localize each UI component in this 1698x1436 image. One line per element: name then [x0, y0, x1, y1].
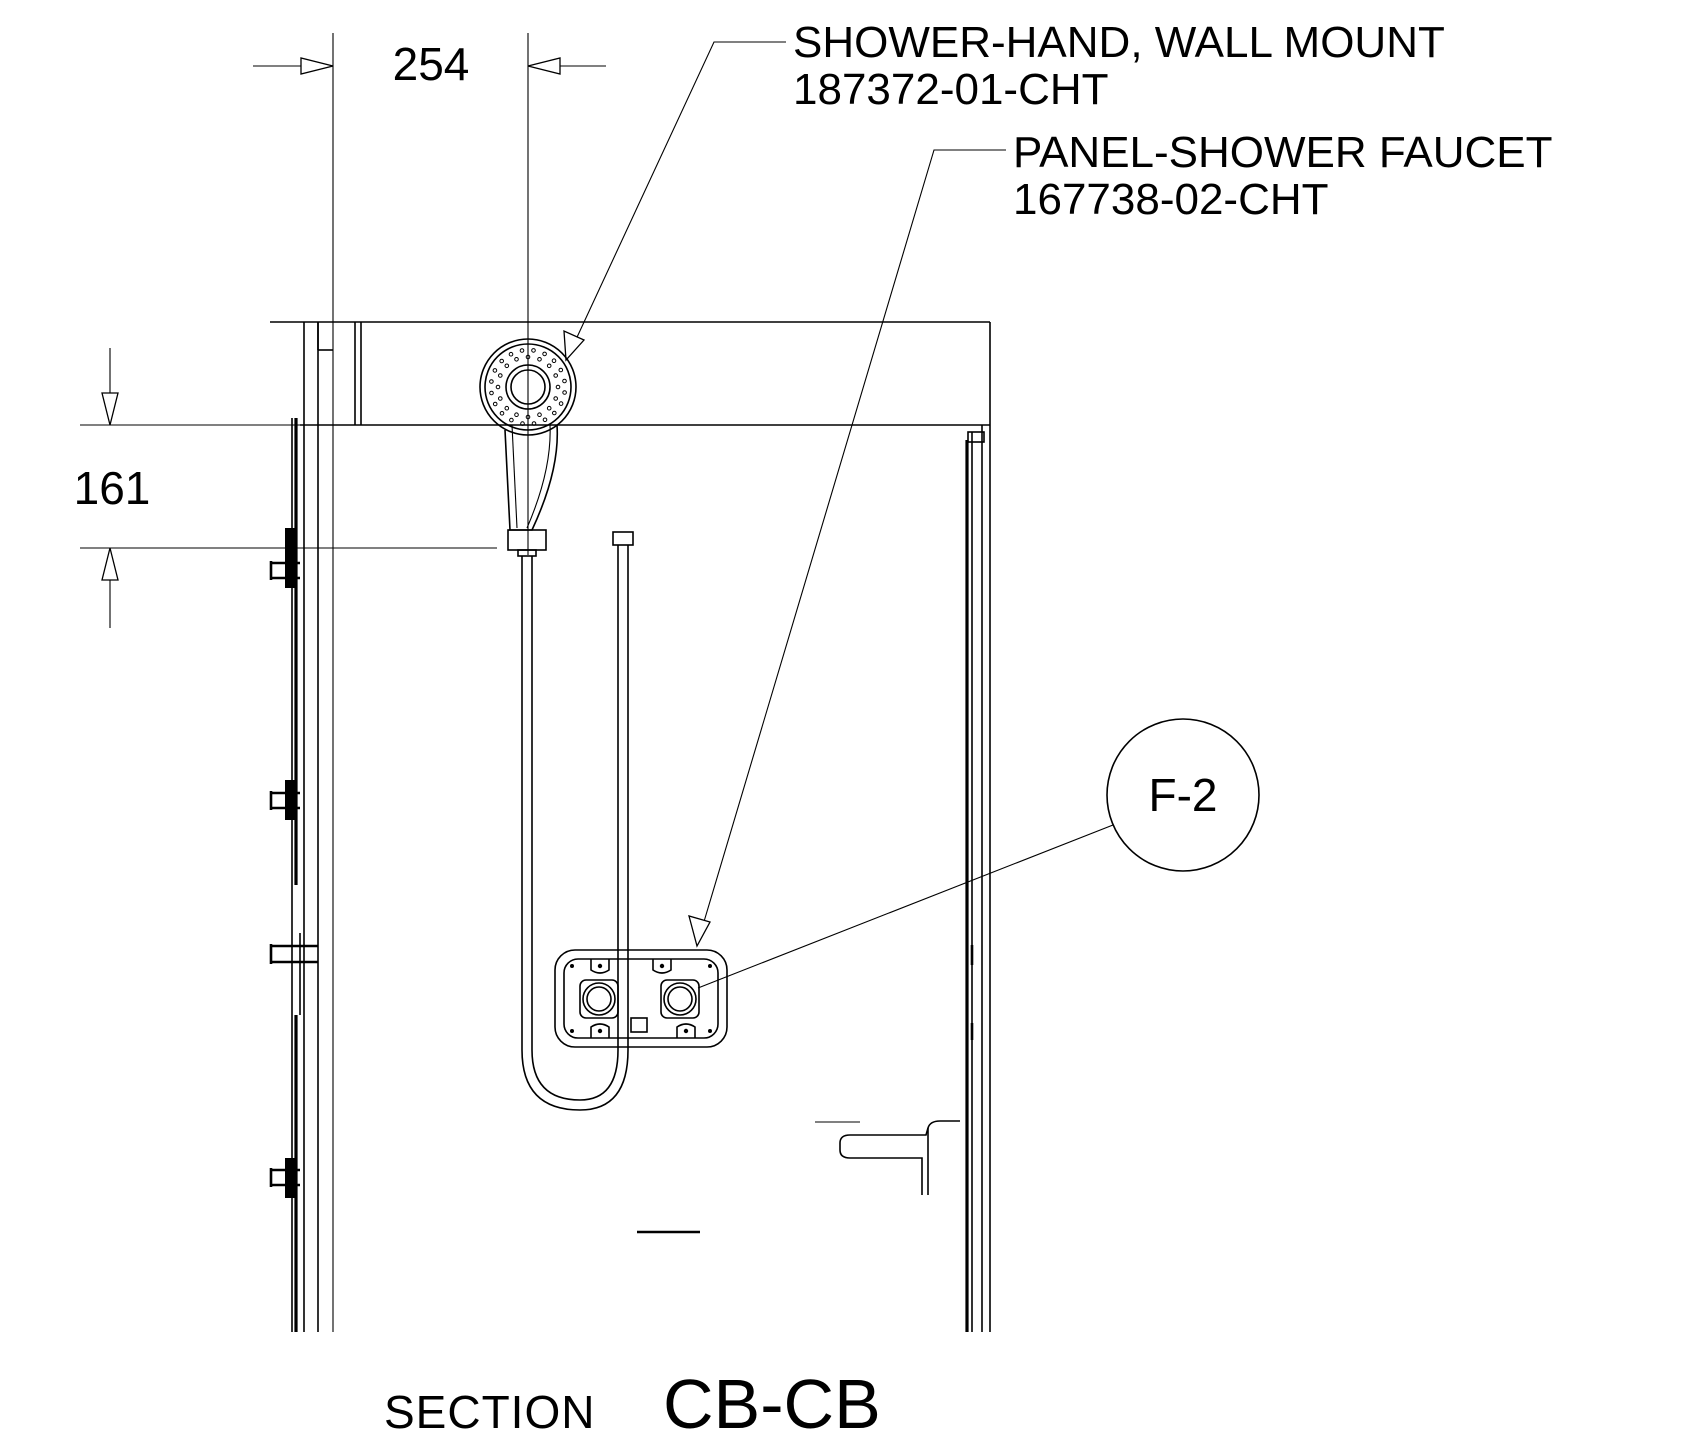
detail-tag-circle	[1106, 718, 1260, 872]
section-title: SECTION CB-CB	[384, 1365, 881, 1436]
section-title-prefix: SECTION	[384, 1386, 595, 1436]
wall-bracket-2	[269, 780, 300, 820]
nozzle-dot	[562, 378, 567, 384]
nozzle-dot	[508, 351, 514, 357]
nozzle-dot	[514, 412, 519, 418]
nozzle-dot	[537, 412, 542, 418]
dimension-161-label: 161	[74, 462, 151, 514]
nozzle-dot	[552, 410, 557, 416]
nozzle-dot	[558, 367, 564, 373]
soap-shelf	[815, 1120, 960, 1195]
callout-shower-hand: SHOWER-HAND, WALL MOUNT 187372-01-CHT	[563, 18, 1445, 362]
nozzle-dot	[542, 417, 548, 423]
nozzle-dot	[498, 373, 503, 378]
nozzle-dot	[531, 348, 536, 353]
nozzle-dot	[520, 421, 525, 426]
arrow-left-icon	[300, 57, 334, 75]
callout-shower-hand-part: 187372-01-CHT	[793, 65, 1109, 114]
nozzle-dot	[519, 348, 525, 353]
callout-panel-faucet: PANEL-SHOWER FAUCET 167738-02-CHT	[688, 128, 1552, 948]
callout-panel-faucet-name: PANEL-SHOWER FAUCET	[1013, 128, 1552, 177]
nozzle-dot	[531, 421, 537, 426]
detail-tag-f2: F-2	[697, 718, 1260, 989]
faucet-panel	[554, 949, 728, 1048]
leader-line-shower-hand	[571, 41, 786, 349]
leader-line-detail-tag	[697, 824, 1114, 989]
arrow-up-icon	[101, 547, 119, 581]
nozzle-dot	[514, 357, 519, 362]
nozzle-dot	[551, 358, 557, 364]
section-title-id: CB-CB	[663, 1365, 881, 1436]
hose-outer	[521, 545, 629, 1111]
shower-nozzles-icon	[489, 348, 567, 426]
hose-end-fitting	[612, 531, 634, 546]
nozzle-dot	[489, 379, 494, 384]
callout-panel-faucet-part: 167738-02-CHT	[1013, 175, 1329, 224]
nozzle-dot	[542, 351, 547, 357]
dimension-254-label: 254	[393, 38, 470, 90]
nozzle-dot	[504, 363, 510, 369]
nozzle-dot	[558, 401, 564, 406]
nozzle-dot	[499, 358, 505, 364]
leader-line-panel-faucet	[699, 149, 1006, 936]
nozzle-dot	[555, 384, 561, 390]
nozzle-dot	[492, 401, 498, 407]
nozzle-dot	[546, 363, 552, 369]
faucet-handle-left-icon	[579, 979, 619, 1019]
detail-tag-label: F-2	[1149, 769, 1218, 821]
hose-inner	[531, 545, 619, 1101]
nozzle-dot	[489, 390, 494, 396]
nozzle-dot	[525, 414, 531, 420]
hand-shower	[479, 338, 577, 557]
nozzle-dot	[525, 354, 531, 360]
shower-head-outer	[479, 338, 577, 436]
nozzle-dot	[562, 390, 567, 395]
wall-bracket-4	[269, 1158, 300, 1198]
wall-bracket-3	[269, 944, 318, 964]
nozzle-dot	[553, 373, 559, 378]
faucet-handle-right-icon	[660, 979, 700, 1019]
nozzle-dot	[499, 411, 505, 416]
leader-arrow-icon	[688, 915, 711, 948]
nozzle-dot	[553, 396, 559, 401]
nozzle-dot	[537, 357, 542, 362]
hose-connector	[507, 529, 547, 551]
shower-enclosure	[269, 321, 991, 1332]
faucet-panel-outer	[554, 949, 728, 1048]
nozzle-dot	[509, 417, 514, 423]
nozzle-dot	[495, 384, 501, 390]
faucet-diverter	[630, 1017, 648, 1033]
faucet-panel-inner	[563, 958, 719, 1039]
nozzle-dot	[498, 396, 503, 401]
nozzle-dot	[492, 368, 498, 373]
shower-hose	[521, 531, 634, 1111]
wall-bracket-1	[269, 528, 300, 588]
leader-arrow-icon	[563, 329, 586, 362]
right-wall-cap	[967, 431, 985, 443]
callout-shower-hand-name: SHOWER-HAND, WALL MOUNT	[793, 18, 1445, 67]
arrow-down-icon	[101, 392, 119, 426]
dimension-161: 161	[74, 348, 497, 628]
dimension-254: 254	[253, 33, 606, 555]
arrow-right-icon	[527, 57, 561, 75]
shower-head-center	[505, 364, 551, 410]
nozzle-dot	[504, 405, 510, 411]
nozzle-dot	[546, 405, 552, 411]
